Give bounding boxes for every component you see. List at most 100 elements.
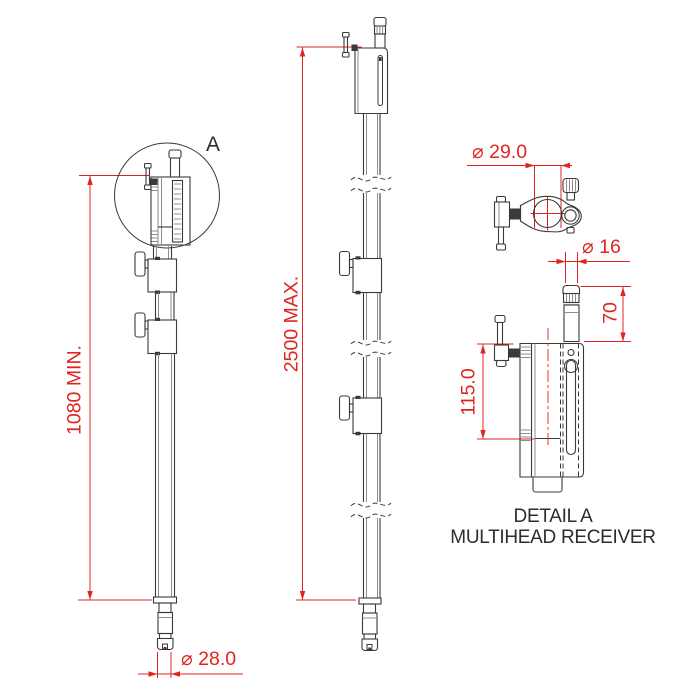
receiver-body <box>354 47 389 115</box>
set-screw <box>155 351 160 356</box>
tube-wall-line <box>158 353 172 597</box>
arrow-left <box>577 258 587 265</box>
spigot-shaft <box>374 33 386 49</box>
adapter-step <box>363 633 377 640</box>
break-mark <box>350 513 392 519</box>
set-screw <box>355 256 361 260</box>
arrow-up <box>299 47 306 57</box>
collar-ring <box>358 597 382 605</box>
arrow-right <box>556 258 566 265</box>
spigot-cap <box>168 149 182 159</box>
adapter-neck <box>362 603 377 614</box>
dim-receiver-bore-label: ⌀ 29.0 <box>472 141 528 163</box>
detail-title: DETAIL A <box>513 506 593 527</box>
arrow-up <box>620 287 626 296</box>
t-handle-boss <box>150 178 158 185</box>
detail-a-circle <box>114 142 220 249</box>
t-handle-cap <box>143 162 152 169</box>
dim-max-height-label: 2500 MAX. <box>280 275 303 373</box>
clamp-knob <box>134 312 146 338</box>
arrow-left <box>171 671 180 677</box>
t-handle-cap <box>341 31 350 38</box>
hidden-lines <box>560 343 579 477</box>
dim-min-height <box>78 175 152 601</box>
tube-wall-line <box>366 113 378 598</box>
arrow-right <box>148 671 158 677</box>
arrow-down <box>480 430 486 439</box>
collar-ring <box>152 596 178 604</box>
clamp-knob <box>338 250 351 277</box>
locking-knob <box>564 209 577 222</box>
extended-pole-view <box>338 16 392 652</box>
collar-body <box>352 397 383 435</box>
clamp-collar <box>134 312 178 356</box>
t-handle-bar <box>496 321 504 346</box>
arrow-up <box>480 344 486 354</box>
tube-outline <box>362 113 381 598</box>
t-handle-cap <box>341 51 350 58</box>
slot-pin <box>378 57 382 61</box>
tube-wall-line <box>158 292 172 320</box>
dim-min-height-label: 1080 MIN. <box>63 345 86 435</box>
dim-tube-diameter <box>138 652 243 678</box>
t-handle-bar <box>145 167 151 186</box>
adapter-cap <box>361 638 379 652</box>
spigot-shaft <box>563 304 580 343</box>
spigot-cap <box>562 284 581 295</box>
tube-outline <box>152 246 173 259</box>
receiver-side-view <box>493 284 585 493</box>
adjustment-slot <box>377 55 383 106</box>
dim-receiver-bore <box>467 162 572 231</box>
break-mark <box>350 340 392 346</box>
clamp-collar <box>134 251 178 294</box>
clamp-block <box>493 201 511 228</box>
detail-callout-label: A <box>206 133 221 156</box>
arrow-down <box>299 591 306 600</box>
adapter-step <box>158 632 172 640</box>
dim-receiver-depth <box>477 343 535 440</box>
bottom-adapter <box>152 596 178 651</box>
clamp-collar <box>338 250 383 295</box>
spigot-cap <box>373 16 387 27</box>
t-handle-cap <box>143 184 152 191</box>
t-handle-cap <box>495 243 507 251</box>
knob-stem <box>566 191 576 201</box>
adjustment-slot <box>565 359 577 456</box>
t-handle-bar <box>497 226 505 245</box>
adapter-neck <box>158 602 172 614</box>
collar-body <box>147 319 178 355</box>
receiver-head-front <box>341 16 389 115</box>
lower-tube <box>532 477 563 493</box>
arrow-right <box>525 162 535 169</box>
clamp-knob <box>338 395 351 421</box>
clamp-collar <box>338 395 383 436</box>
receiver-body <box>519 342 585 478</box>
break-mark <box>350 502 392 508</box>
knob-stem <box>144 259 149 269</box>
knurled-knob <box>562 177 580 194</box>
locking-knob-housing <box>561 206 580 225</box>
t-handle-block <box>493 344 510 362</box>
adjustment-slot <box>171 179 184 243</box>
t-handle-cap <box>494 314 506 324</box>
adapter-cylinder <box>157 611 174 635</box>
arrow-down <box>620 332 626 342</box>
tube-outline <box>154 292 175 320</box>
t-handle-boss <box>508 348 520 358</box>
break-mark <box>350 187 392 193</box>
dim-spigot-diameter <box>548 252 630 283</box>
dim-tube-diameter-label: ⌀ 28.0 <box>181 648 237 670</box>
break-mark <box>350 176 392 182</box>
knurl-lines <box>566 179 576 192</box>
knurl-hatch <box>151 179 158 242</box>
t-handle-cap <box>495 195 507 203</box>
knob-stem <box>348 403 354 413</box>
clamp-knob <box>134 251 146 277</box>
slot-ladder <box>174 183 181 240</box>
spigot-shaft <box>169 157 181 178</box>
retracted-pole-view <box>114 142 220 651</box>
dim-receiver-depth-label: 115.0 <box>457 368 480 416</box>
dim-spigot-height-label: 70 <box>599 302 622 324</box>
